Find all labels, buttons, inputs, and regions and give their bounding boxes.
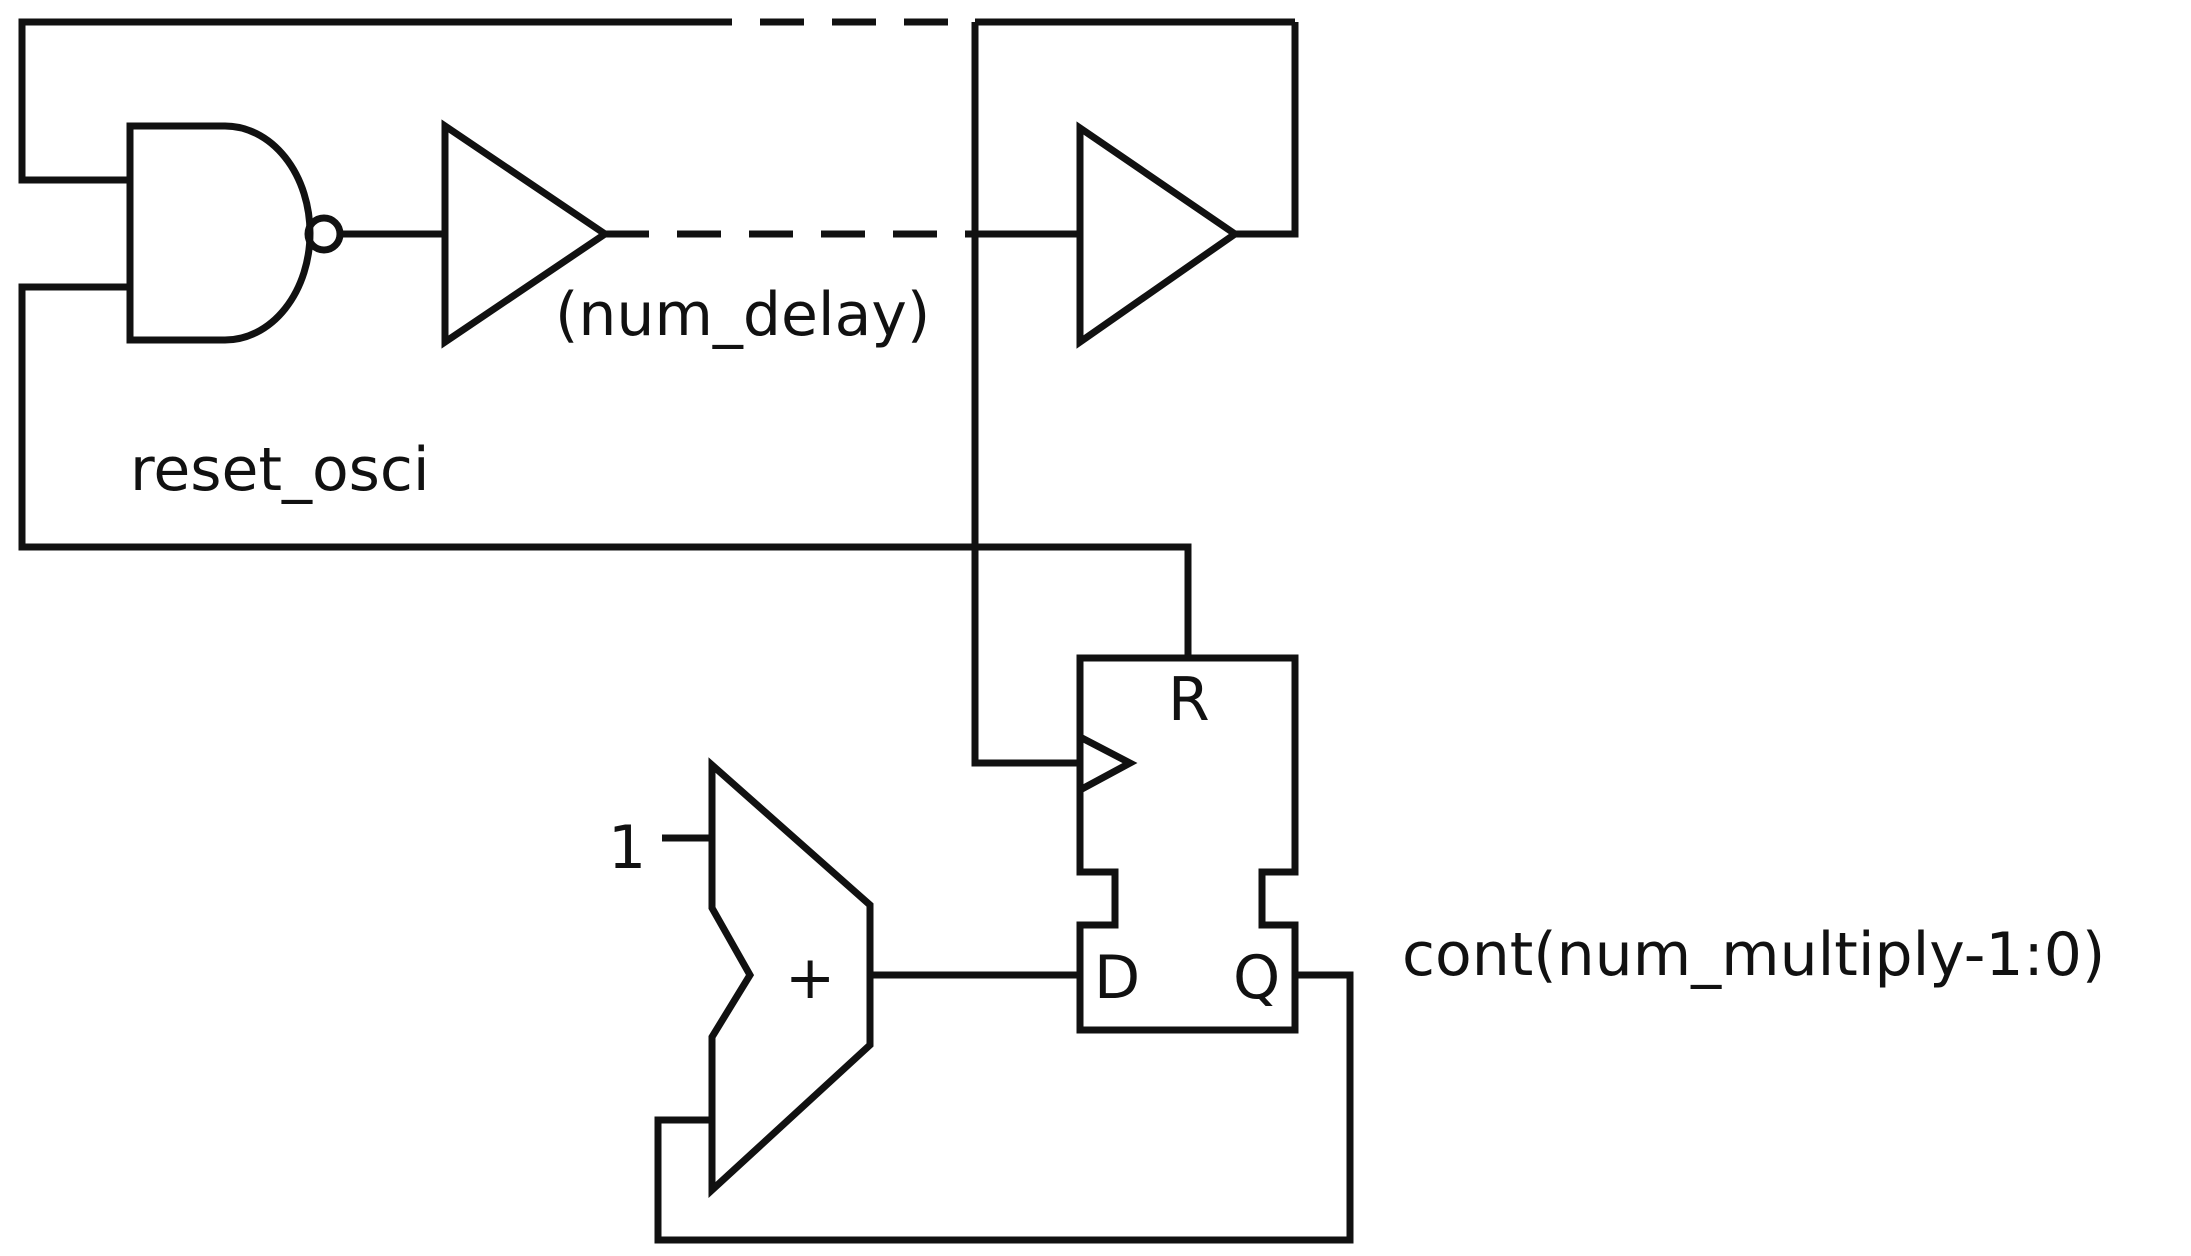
nand-gate xyxy=(126,122,344,344)
delay-label: (num_delay) xyxy=(555,280,930,350)
ff-data-label: D xyxy=(1094,943,1140,1013)
reset-osci-label: reset_osci xyxy=(130,435,430,505)
clock-tap-wire xyxy=(971,22,1080,767)
adder-operator-label: + xyxy=(785,943,835,1013)
ff-reset-label: R xyxy=(1168,665,1210,735)
d-flip-flop xyxy=(1076,654,1299,1034)
top-feedback-wire xyxy=(18,18,1299,238)
const-one-label: 1 xyxy=(608,813,646,883)
ff-output-label: Q xyxy=(1233,943,1280,1013)
adder xyxy=(708,757,874,1198)
counter-output-label: cont(num_multiply-1:0) xyxy=(1402,920,2105,990)
q-feedback-wire xyxy=(654,971,1354,1244)
reset-osci-wire xyxy=(18,283,1192,658)
delay-buffer-1 xyxy=(441,119,612,349)
clock-input-triangle xyxy=(1078,733,1138,794)
delay-buffer-last xyxy=(1076,121,1242,349)
